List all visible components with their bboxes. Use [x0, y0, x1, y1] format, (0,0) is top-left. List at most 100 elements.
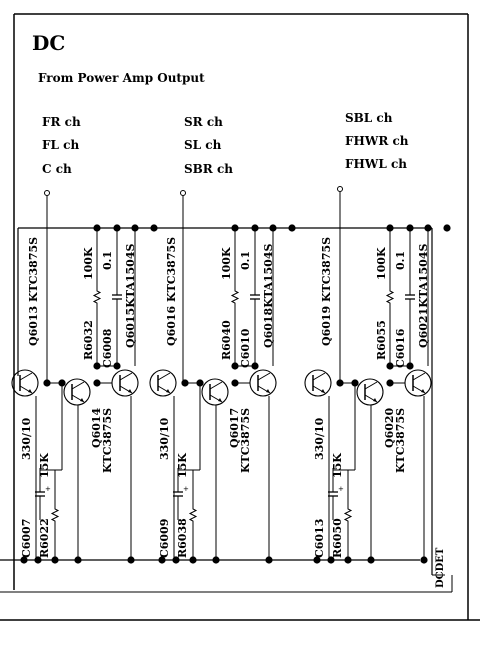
block2-c-bot-ref: C6009 — [158, 519, 171, 558]
block2-mid-right-dot — [231, 379, 239, 387]
block1-r-bot-ref: R6022 — [38, 518, 51, 558]
block1-bot-dot-2 — [51, 556, 59, 564]
block2-bot-dot-0 — [158, 556, 166, 564]
block2-r-top-ref: R6040 — [220, 320, 233, 360]
block2-r-bot-icon — [188, 470, 198, 560]
input-terminal-2 — [180, 190, 186, 196]
block1-mid-input-dot — [43, 379, 51, 387]
block3-q-right-icon-collector — [412, 372, 426, 381]
block2-q-right-icon-arrow — [266, 389, 270, 393]
group1-line1: FR ch — [42, 115, 81, 129]
group2-line3: SBR ch — [184, 162, 233, 176]
block3-r-top-value: 100K — [375, 247, 388, 280]
block3-q-left-icon — [304, 369, 332, 397]
block3-q-left-label: Q6019 KTC3875S — [320, 237, 333, 346]
block1-r-top-icon — [92, 228, 102, 366]
block1-right-out-dot — [127, 556, 135, 564]
block3-c-top-ref: C6016 — [394, 328, 407, 368]
block2-bot-dot-1 — [172, 556, 180, 564]
block3-bot-dot-2 — [344, 556, 352, 564]
block3-q-mid-icon-collector — [364, 381, 378, 390]
block2-c-top-value: 0.1 — [239, 251, 252, 270]
block3-q-left-icon-arrow — [321, 389, 325, 393]
group1-line2: FL ch — [42, 138, 79, 152]
group2-line1: SR ch — [184, 115, 223, 129]
block3-c-bot-ref: C6013 — [313, 519, 326, 558]
block1-q-left-icon — [11, 369, 39, 397]
block1-bot-dot-0 — [20, 556, 28, 564]
block2-q-mid-icon — [201, 378, 229, 406]
diagram-title: DC — [32, 31, 65, 55]
block1-q-mid-icon — [63, 378, 91, 406]
block2-right-out-dot — [265, 556, 273, 564]
block2-q-left-icon-collector — [157, 372, 171, 381]
block2-q-left-label: Q6016 KTC3875S — [165, 237, 178, 346]
corner-label: DCDET — [435, 547, 446, 588]
diagram-subtitle: From Power Amp Output — [38, 71, 205, 85]
block2-top-dot-3 — [288, 224, 296, 232]
block2-q-right-icon-collector — [257, 372, 271, 381]
block1-r-top-value: 100K — [82, 247, 95, 280]
block2-q-mid-type: KTC3875S — [239, 408, 252, 473]
block3-bot-dot-1 — [327, 556, 335, 564]
block1-q-mid-type: KTC3875S — [101, 408, 114, 473]
group1-line3: C ch — [42, 162, 72, 176]
block2-r-top-icon — [230, 228, 240, 366]
block3-q-mid-label: Q6020 — [383, 407, 396, 448]
block1-c-bot-value: 330/10 — [20, 417, 33, 460]
block1-q-left-icon-collector — [19, 372, 33, 381]
block2-q-mid-icon-collector — [209, 381, 223, 390]
block1-c-top-ref: C6008 — [101, 328, 114, 368]
block3-r-top-ref: R6055 — [375, 320, 388, 360]
block2-q-mid-icon-arrow — [218, 398, 222, 402]
block1-bot-dot-1 — [34, 556, 42, 564]
block2-c-bot-icon-plus: + — [183, 485, 189, 493]
block2-q-mid-label: Q6017 — [228, 408, 241, 448]
block3-r-top-icon — [385, 228, 395, 366]
block3-q-mid-icon — [356, 378, 384, 406]
block1-q-mid-icon-arrow — [80, 398, 84, 402]
input-terminal-1 — [44, 190, 50, 196]
block2-q-right-label: Q6018KTA1504S — [262, 244, 275, 348]
input-terminal-3 — [337, 186, 343, 192]
block2-c-top-ref: C6010 — [239, 328, 252, 368]
block1-q-mid-label: Q6014 — [90, 407, 103, 448]
block1-top-dot-3 — [150, 224, 158, 232]
block2-r-bot-value: 15K — [176, 453, 189, 478]
block3-top-dot-3 — [443, 224, 451, 232]
group2-line2: SL ch — [184, 138, 222, 152]
block2-q-left-icon — [149, 369, 177, 397]
block3-q-right-icon-arrow — [421, 389, 425, 393]
block1-c-bot-ref: C6007 — [20, 519, 33, 558]
block3-c-top-value: 0.1 — [394, 251, 407, 270]
block2-c-bot-value: 330/10 — [158, 417, 171, 460]
block1-c-top-value: 0.1 — [101, 251, 114, 270]
block1-q-left-icon-arrow — [28, 389, 32, 393]
block3-q-right-icon — [404, 369, 432, 397]
block2-r-top-value: 100K — [220, 247, 233, 280]
block3-q-mid-type: KTC3875S — [394, 408, 407, 473]
block3-r-bot-icon — [343, 470, 353, 560]
group3-line1: SBL ch — [345, 111, 393, 125]
block1-r-bot-value: 15K — [38, 453, 51, 478]
block2-mid-input-dot — [181, 379, 189, 387]
block1-r-bot-icon — [50, 470, 60, 560]
group3-line3: FHWL ch — [345, 157, 407, 171]
block2-bot-dot-2 — [189, 556, 197, 564]
block3-c-bot-icon-plus: + — [338, 485, 344, 493]
block2-r-bot-ref: R6038 — [176, 518, 189, 558]
block3-mid-right-dot — [386, 379, 394, 387]
block1-c-bot-icon-plus: + — [45, 485, 51, 493]
block3-bot-dot-0 — [313, 556, 321, 564]
block2-q-right-icon — [249, 369, 277, 397]
block1-q-right-icon — [111, 369, 139, 397]
block3-r-bot-value: 15K — [331, 453, 344, 478]
block1-q-right-icon-arrow — [128, 389, 132, 393]
group3-line2: FHWR ch — [345, 134, 409, 148]
block1-q-right-label: Q6015KTA1504S — [124, 244, 137, 348]
block1-mid-right-dot — [93, 379, 101, 387]
block3-r-bot-ref: R6050 — [331, 518, 344, 558]
block3-q-right-label: Q6021KTA1504S — [417, 244, 430, 348]
block3-mid-input-dot — [336, 379, 344, 387]
